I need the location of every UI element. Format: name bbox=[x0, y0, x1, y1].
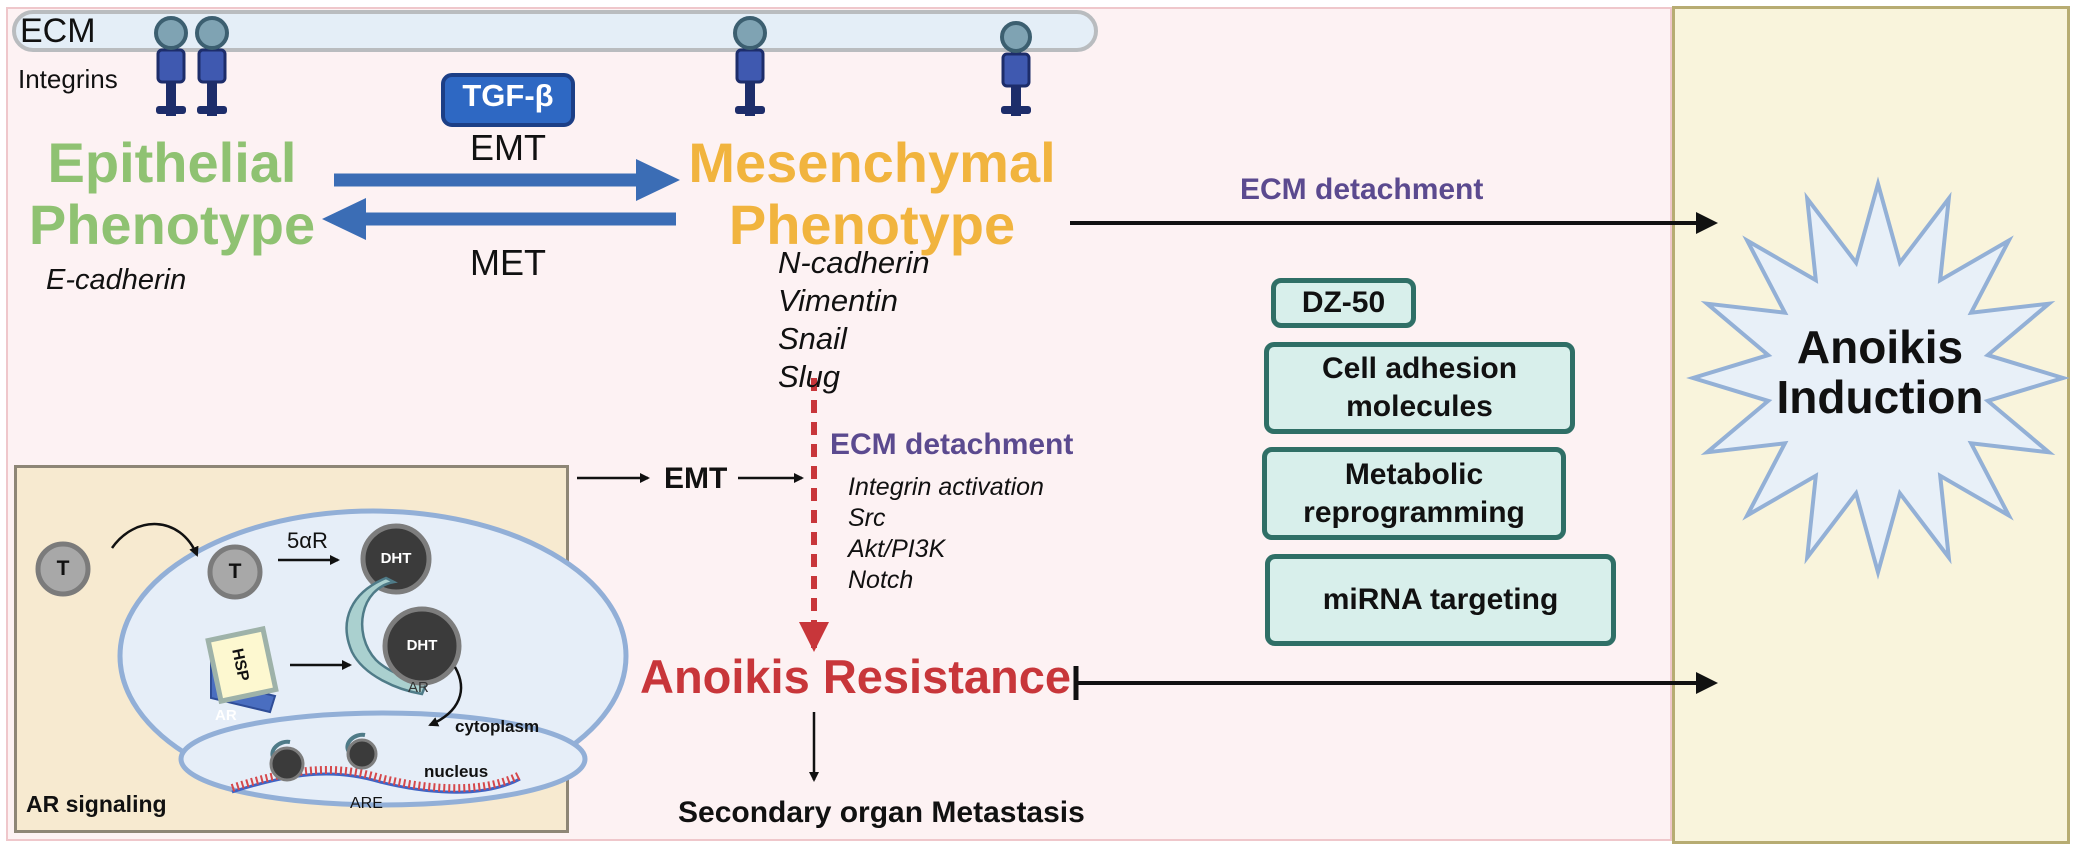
integrin-receptor bbox=[733, 16, 767, 116]
are-label: ARE bbox=[350, 795, 383, 812]
marker-item: Slug bbox=[778, 359, 841, 394]
translocation-arrow bbox=[428, 666, 463, 727]
ecm-detachment-label: ECM detachment bbox=[830, 428, 1074, 461]
anoikis-resistance-label: Anoikis Resistance bbox=[640, 650, 1072, 703]
signaling-list: Integrin activation Src Akt/PI3K Notch bbox=[848, 472, 1044, 596]
signal-item: Integrin activation bbox=[848, 473, 1044, 501]
marker-item: Snail bbox=[778, 321, 847, 356]
enzyme-label: 5αR bbox=[287, 528, 328, 553]
mesenchymal-markers: N-cadherin Vimentin Snail Slug bbox=[778, 244, 930, 396]
emt-label: EMT bbox=[470, 127, 546, 168]
nucleus-membrane bbox=[178, 710, 588, 808]
marker-item: N-cadherin bbox=[778, 245, 930, 280]
integrin-receptor bbox=[195, 16, 229, 116]
ar-signaling-title: AR signaling bbox=[26, 791, 167, 817]
therapy-box-metabolic: Metabolic reprogramming bbox=[1262, 447, 1566, 540]
signal-item: Notch bbox=[848, 566, 914, 594]
dht-molecule bbox=[360, 523, 432, 595]
metastasis-label: Secondary organ Metastasis bbox=[678, 796, 1085, 829]
ar-label: AR bbox=[408, 679, 429, 696]
tgf-beta-label: TGF-β bbox=[462, 78, 554, 113]
dht-molecule bbox=[382, 606, 462, 686]
marker-item: Vimentin bbox=[778, 283, 899, 318]
epithelial-phenotype-title: Epithelial Phenotype bbox=[28, 131, 316, 256]
tgf-beta-box bbox=[441, 73, 575, 127]
therapy-box-mirna: miRNA targeting bbox=[1265, 554, 1616, 646]
mesenchymal-phenotype-title: Mesenchymal Phenotype bbox=[688, 131, 1056, 256]
nucleus-label: nucleus bbox=[424, 762, 489, 781]
dht-molecule bbox=[269, 746, 305, 782]
epithelial-marker: E-cadherin bbox=[46, 264, 187, 296]
cytoplasm-label: cytoplasm bbox=[455, 717, 540, 736]
emt-node-label: EMT bbox=[664, 462, 728, 495]
testosterone-molecule bbox=[35, 541, 91, 597]
emt-arrowhead bbox=[636, 159, 680, 201]
integrin-receptor bbox=[154, 16, 188, 116]
entry-arrow bbox=[110, 522, 199, 557]
signal-item: Src bbox=[848, 504, 886, 532]
dht-molecule bbox=[346, 738, 378, 770]
dht-label: DHT bbox=[380, 550, 412, 567]
hsp-chaperone bbox=[205, 625, 279, 705]
anoikis-starburst bbox=[1686, 176, 2070, 580]
integrin-receptor bbox=[1000, 21, 1032, 116]
integrins-label: Integrins bbox=[18, 64, 118, 94]
testosterone-label: T bbox=[56, 557, 70, 580]
ecm-detachment-label: ECM detachment bbox=[1240, 173, 1484, 206]
testosterone-label: T bbox=[228, 560, 242, 583]
signal-item: Akt/PI3K bbox=[848, 535, 946, 563]
testosterone-molecule bbox=[207, 544, 263, 600]
dz50-drug-box: DZ-50 bbox=[1271, 278, 1416, 328]
ar-label: AR bbox=[215, 707, 237, 724]
ar-bound-receptor bbox=[345, 576, 428, 696]
met-label: MET bbox=[470, 242, 546, 283]
dht-label: DHT bbox=[406, 637, 438, 654]
met-arrowhead bbox=[322, 198, 366, 240]
ecm-membrane bbox=[12, 10, 1098, 52]
dna-strand bbox=[230, 766, 522, 793]
ecm-label: ECM bbox=[20, 12, 96, 50]
anoikis-induction-title: Anoikis Induction bbox=[1776, 321, 1984, 423]
therapy-box-cell-adhesion: Cell adhesion molecules bbox=[1264, 342, 1575, 434]
